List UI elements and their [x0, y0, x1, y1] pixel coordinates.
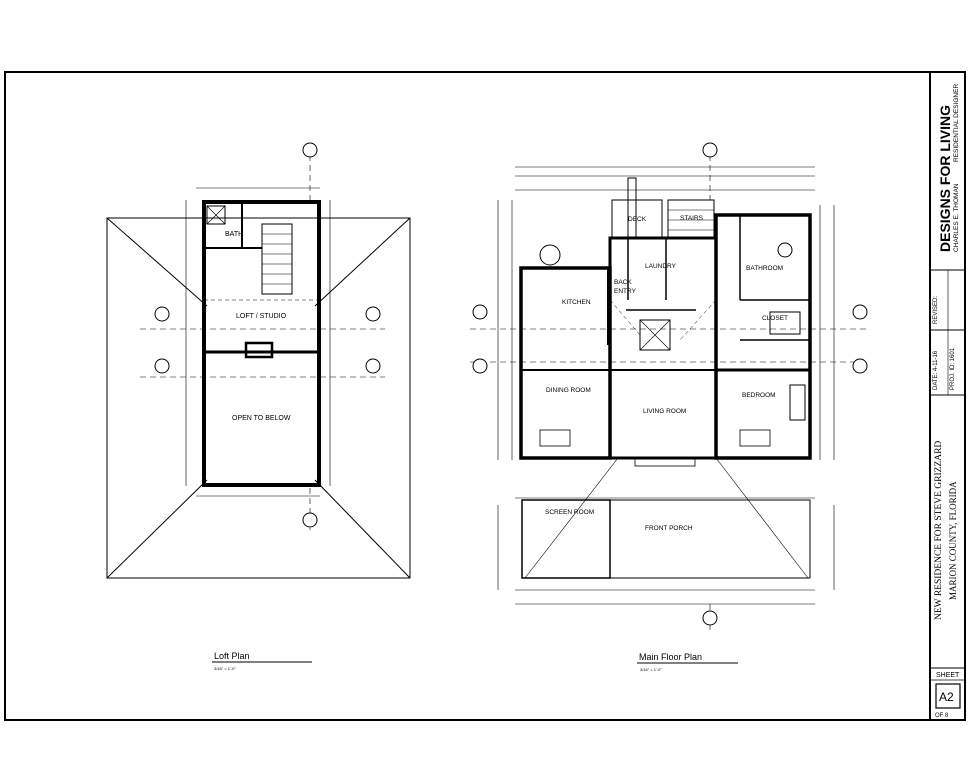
room-living: LIVING ROOM	[643, 408, 686, 415]
firm-name: DESIGNS FOR LIVING	[937, 104, 953, 252]
designer-role: RESIDENTIAL DESIGNER	[953, 83, 960, 162]
revised-label: REVISED:	[933, 295, 939, 324]
room-laundry: LAUNDRY	[645, 263, 677, 270]
project-location: MARION COUNTY, FLORIDA	[948, 481, 958, 600]
loft-room-open-below: OPEN TO BELOW	[232, 415, 291, 422]
room-deck: DECK	[628, 216, 647, 223]
room-bathroom: BATHROOM	[746, 265, 783, 272]
main-floor-plan-scale: 3/16" = 1'-0"	[640, 667, 662, 672]
loft-room-studio: LOFT / STUDIO	[236, 313, 287, 320]
loft-roof-outline	[106, 217, 411, 579]
sheet-number: A2	[939, 690, 954, 704]
main-floor-plan-caption: Main Floor Plan	[639, 652, 702, 662]
room-kitchen: KITCHEN	[562, 299, 591, 306]
main-section-markers	[472, 142, 868, 626]
loft-plan-scale: 3/16" = 1'-0"	[214, 666, 236, 671]
room-screen: SCREEN ROOM	[545, 509, 594, 516]
sheet-of: OF 8	[935, 713, 949, 719]
room-back-entry-1: BACK	[614, 279, 632, 286]
room-back-entry-2: ENTRY	[614, 288, 637, 295]
sheet-number-box	[935, 683, 961, 709]
room-closet: CLOSET	[762, 315, 788, 322]
designer-name: CHARLES E. THOMAN	[953, 183, 960, 252]
sheet-label: SHEET	[936, 672, 960, 679]
loft-room-bath: BATH	[225, 231, 243, 238]
project-number: PROJ. ID: 1601	[950, 347, 956, 390]
project-title: NEW RESIDENCE FOR STEVE GRIZZARD	[934, 440, 944, 620]
loft-plan-walls	[202, 200, 321, 487]
room-dining: DINING ROOM	[546, 387, 591, 394]
room-front-porch: FRONT PORCH	[645, 525, 693, 532]
room-bedroom: BEDROOM	[742, 392, 776, 399]
loft-plan-caption: Loft Plan	[214, 651, 250, 661]
main-plan-walls	[519, 177, 812, 579]
main-dimension-lines	[470, 145, 870, 630]
loft-section-markers	[154, 142, 381, 528]
date-label: DATE: 4-11-16	[933, 350, 939, 390]
room-stairs: STAIRS	[680, 215, 704, 222]
sheet-border	[4, 71, 966, 721]
